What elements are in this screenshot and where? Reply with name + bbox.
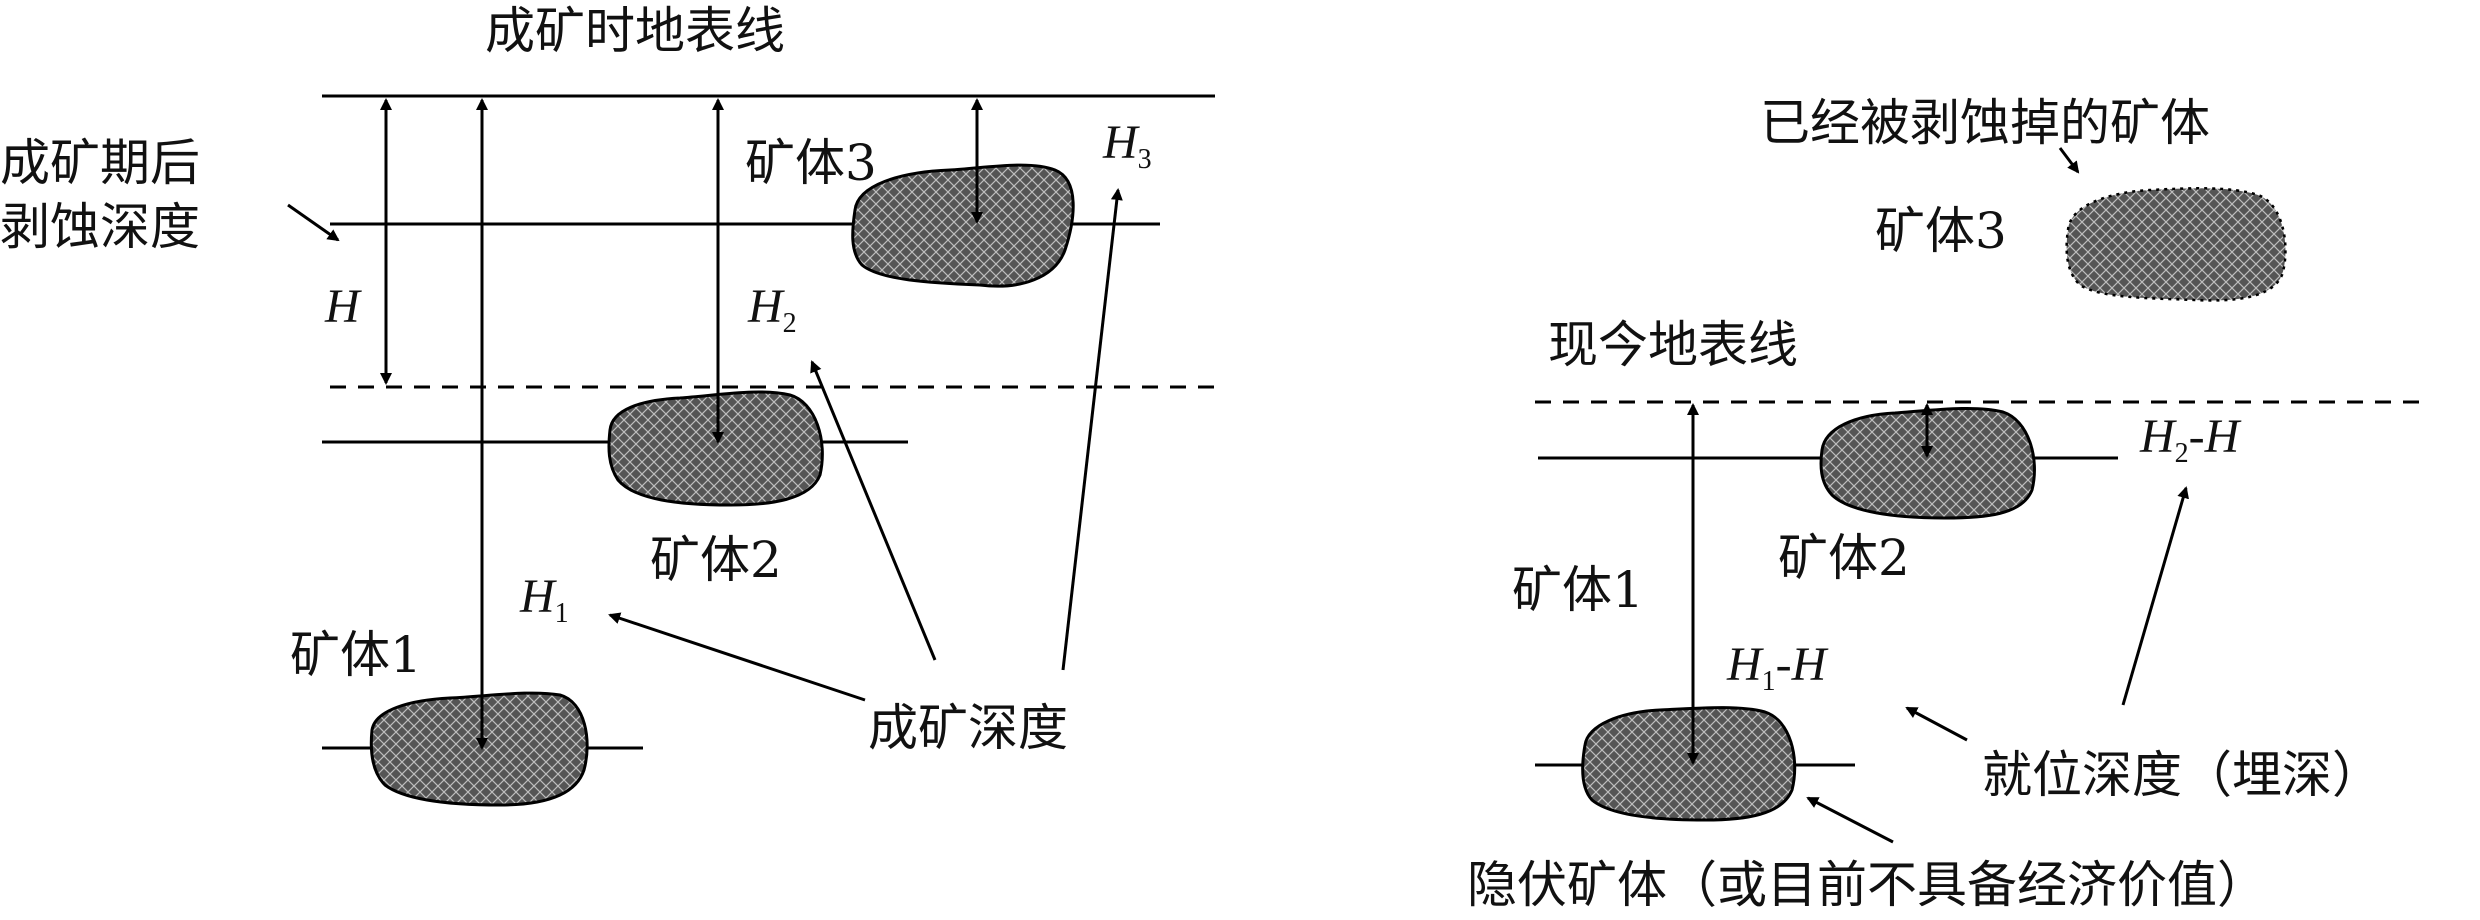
ore2-label: 矿体2 — [650, 531, 782, 589]
eroded-ore-body-3 — [2065, 187, 2287, 302]
H1-pointer — [608, 612, 866, 702]
H2-label: H2 — [747, 280, 797, 339]
ore-forming-surface-label: 成矿时地表线 — [485, 2, 785, 60]
H1-H-label: H1-H — [1726, 638, 1829, 697]
ore3-label: 矿体3 — [745, 134, 877, 192]
erosion-depth-label-line1: 成矿期后 — [0, 134, 200, 192]
ore2-label-right: 矿体2 — [1778, 529, 1910, 587]
ore-body-1 — [369, 691, 589, 807]
H3-pointer — [1061, 188, 1123, 671]
ore-body-2-right — [1819, 406, 2036, 520]
left-panel: 成矿时地表线 成矿期后 剥蚀深度 H 矿体3 H3 H2 矿体2 H1 矿体1 … — [0, 2, 1215, 807]
ore1-label-right: 矿体1 — [1512, 561, 1644, 619]
H-label: H — [324, 280, 362, 333]
formation-depth-label: 成矿深度 — [868, 699, 1068, 757]
ore-body-3 — [851, 163, 1075, 288]
H3-label: H3 — [1102, 116, 1152, 175]
erosion-label-pointer — [287, 203, 340, 242]
emplacement-depth-label: 就位深度（埋深） — [1982, 746, 2382, 804]
H1-H-pointer — [1905, 706, 1968, 742]
eroded-ore-label: 已经被剥蚀掉的矿体 — [1760, 94, 2210, 152]
ore-body-1-right — [1581, 706, 1797, 822]
H2-pointer — [810, 360, 937, 661]
right-panel: 已经被剥蚀掉的矿体 矿体3 现今地表线 H2-H 矿体2 矿体1 H1-H 就位… — [1467, 94, 2430, 914]
H1-label: H1 — [519, 570, 569, 629]
H2-H-pointer — [2121, 486, 2189, 706]
eroded-ore3-label: 矿体3 — [1875, 202, 2007, 260]
hidden-ore-label: 隐伏矿体（或目前不具备经济价值） — [1467, 856, 2267, 914]
ore-body-2 — [607, 390, 824, 507]
eroded-ore-pointer — [2058, 147, 2080, 174]
present-surface-label: 现今地表线 — [1548, 316, 1798, 374]
erosion-depth-label-line2: 剥蚀深度 — [0, 198, 200, 256]
H2-H-label: H2-H — [2139, 410, 2242, 469]
hidden-ore-pointer — [1806, 796, 1894, 844]
ore1-label: 矿体1 — [290, 626, 422, 684]
